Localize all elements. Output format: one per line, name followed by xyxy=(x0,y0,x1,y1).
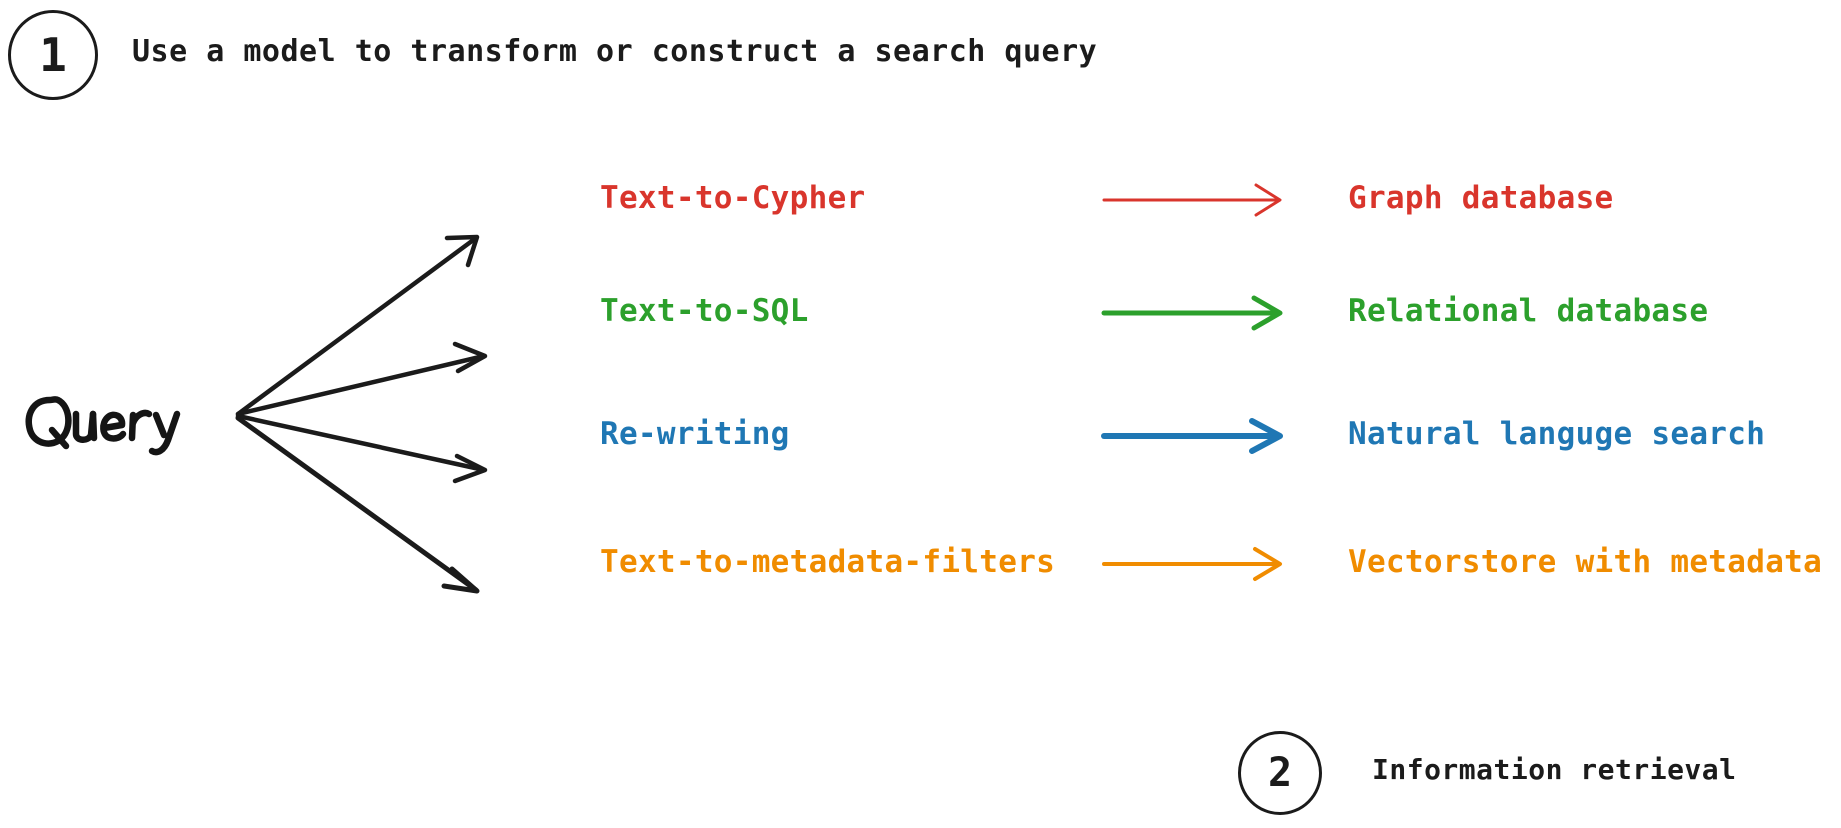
arrow-sql-icon xyxy=(1101,295,1283,331)
step-1-number: 1 xyxy=(39,28,67,82)
row-cypher: Text-to-Cypher Graph database xyxy=(0,176,1841,236)
target-label-vectorstore-with-metadata: Vectorstore with metadata xyxy=(1348,544,1823,580)
step-2-number: 2 xyxy=(1267,750,1293,796)
step-1-caption: Use a model to transform or construct a … xyxy=(132,34,1098,69)
branch-arrow-2 xyxy=(235,341,488,417)
arrow-cypher-icon xyxy=(1102,183,1282,217)
method-label-sql: Text-to-SQL xyxy=(600,293,809,329)
query-source-label xyxy=(18,378,198,458)
method-label-rewriting: Re-writing xyxy=(600,416,790,452)
method-label-cypher: Text-to-Cypher xyxy=(600,180,866,216)
step-2-badge: 2 xyxy=(1238,731,1322,815)
target-label-natural-language-search: Natural languge search xyxy=(1348,416,1766,452)
step-1-badge: 1 xyxy=(8,10,98,100)
row-rewriting: Re-writing Natural languge search xyxy=(0,412,1841,472)
method-label-metadata-filters: Text-to-metadata-filters xyxy=(600,544,1056,580)
target-label-relational-database: Relational database xyxy=(1348,293,1709,329)
target-label-graph-database: Graph database xyxy=(1348,180,1614,216)
row-metadata: Text-to-metadata-filters Vectorstore wit… xyxy=(0,540,1841,600)
arrow-rewriting-icon xyxy=(1101,418,1283,454)
row-sql: Text-to-SQL Relational database xyxy=(0,289,1841,349)
arrow-metadata-icon xyxy=(1102,547,1282,581)
step-2-caption: Information retrieval xyxy=(1372,753,1737,786)
